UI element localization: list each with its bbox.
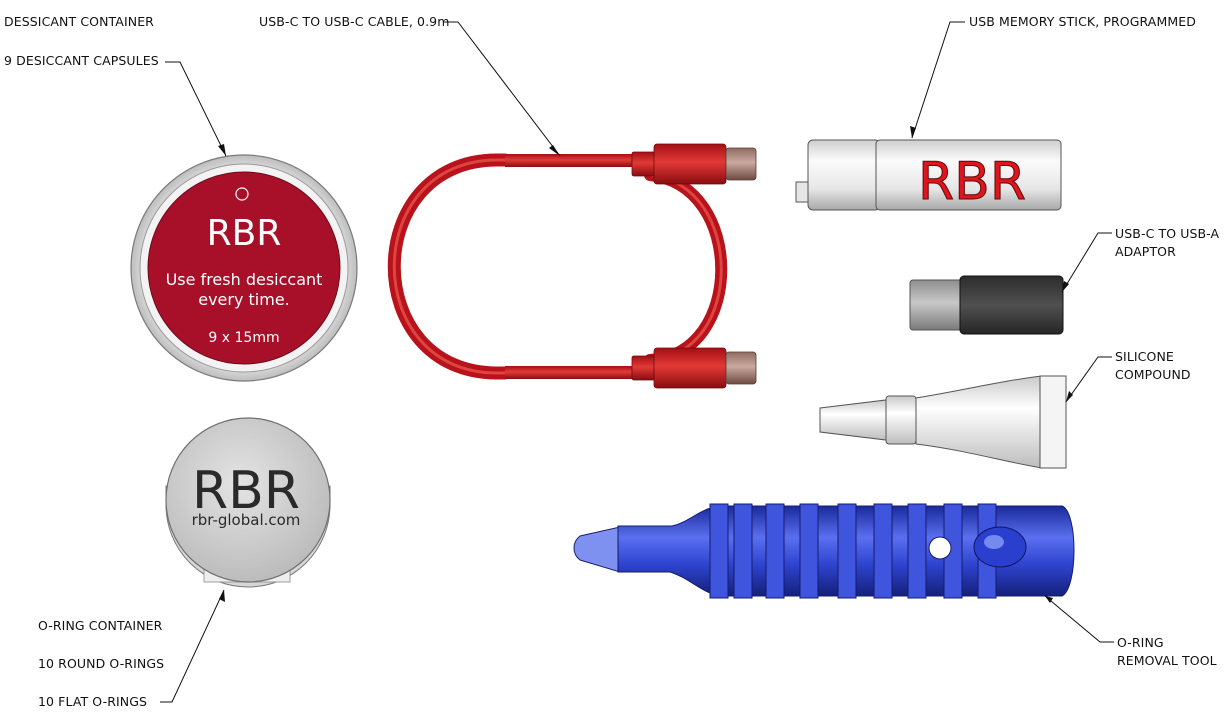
- desiccant-lid-line2: every time.: [198, 290, 290, 309]
- leader-arrowheads: [218, 126, 1073, 603]
- callout-round-orings: 10 ROUND O-RINGS: [38, 656, 165, 671]
- desiccant-lid-line1: Use fresh desiccant: [166, 270, 323, 289]
- usb-adaptor: [909, 275, 1064, 335]
- callout-removal-line1: O-RING: [1117, 635, 1164, 650]
- oring-removal-tool: [573, 503, 1075, 599]
- silicone-compound-tube: [819, 375, 1067, 469]
- desiccant-container: RBR Use fresh desiccant every time. 9 x …: [130, 154, 358, 382]
- oring-lid-url: rbr-global.com: [192, 511, 301, 529]
- callout-flat-orings: 10 FLAT O-RINGS: [38, 694, 148, 709]
- callout-adaptor-line2: ADAPTOR: [1115, 244, 1176, 259]
- callout-desiccant-capsules: 9 DESICCANT CAPSULES: [4, 53, 159, 68]
- leader-lines: [160, 21, 1114, 703]
- usb-memory-stick: RBR: [795, 139, 1062, 213]
- callout-silicone-line2: COMPOUND: [1115, 367, 1191, 382]
- desiccant-lid-size: 9 x 15mm: [208, 330, 279, 346]
- rotate-icon: [235, 187, 249, 201]
- memory-stick-brand: RBR: [918, 152, 1026, 212]
- callout-oring-container: O-RING CONTAINER: [38, 618, 163, 633]
- usb-c-cable: [387, 143, 757, 389]
- callout-cable: USB-C TO USB-C CABLE, 0.9m: [259, 14, 450, 29]
- oring-lid-brand: RBR: [192, 461, 300, 521]
- callout-removal-line2: REMOVAL TOOL: [1117, 653, 1217, 668]
- oring-container: RBR rbr-global.com: [165, 417, 331, 588]
- desiccant-lid-brand: RBR: [207, 213, 282, 254]
- callout-dessicant-container: DESSICANT CONTAINER: [4, 14, 154, 29]
- callout-adaptor-line1: USB-C TO USB-A: [1115, 226, 1220, 241]
- callout-silicone-line1: SILICONE: [1115, 349, 1174, 364]
- callout-memory-stick: USB MEMORY STICK, PROGRAMMED: [969, 14, 1196, 29]
